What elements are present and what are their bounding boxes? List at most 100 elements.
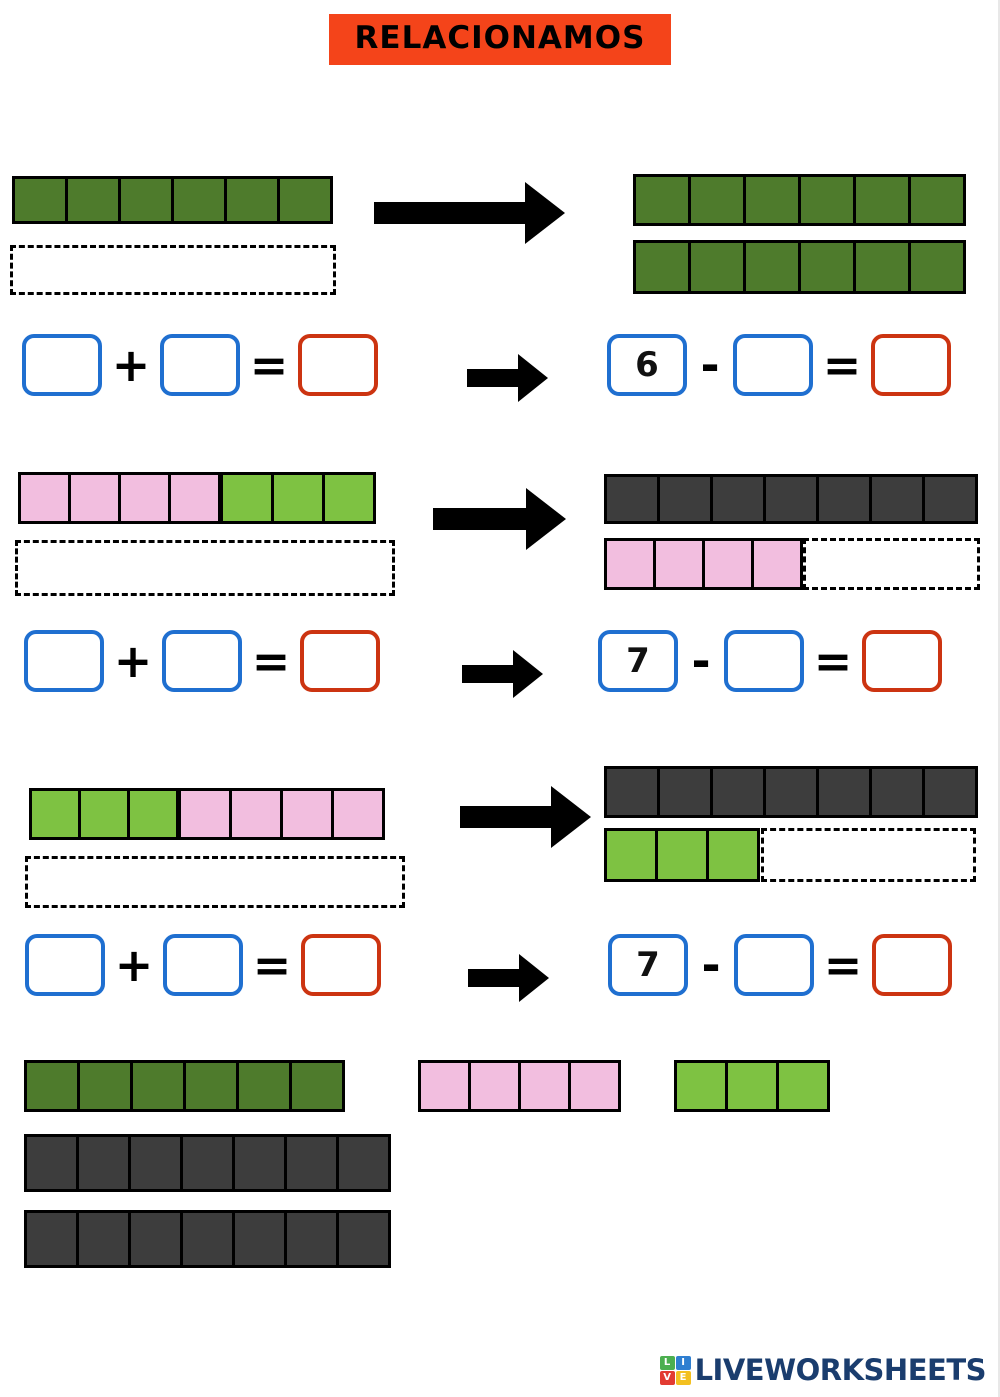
block-gray[interactable] <box>76 1210 131 1268</box>
exercise-2-addition-operand2-input[interactable] <box>162 630 242 692</box>
exercise-1-subtraction-result-input[interactable] <box>871 334 951 396</box>
page-title-text: RELACIONAMOS <box>328 14 672 65</box>
block-dark-green <box>65 176 121 224</box>
equals-operator: = <box>822 338 862 392</box>
bank-strip-pink[interactable] <box>418 1060 621 1112</box>
exercise-1-left-drop-zone[interactable] <box>10 245 336 295</box>
exercise-2-addition-result-input[interactable] <box>300 630 380 692</box>
block-light-green <box>29 788 81 840</box>
block-gray[interactable] <box>128 1210 183 1268</box>
block-gray[interactable] <box>232 1210 287 1268</box>
exercise-3-addition-operand1-input[interactable] <box>25 934 105 996</box>
exercise-3-left-drop-zone[interactable] <box>25 856 405 908</box>
block-dark-green[interactable] <box>183 1060 239 1112</box>
bank-strip-light-green[interactable] <box>674 1060 830 1112</box>
exercise-3-right-bottom-strip <box>604 828 976 882</box>
exercise-2-left-drop-zone[interactable] <box>15 540 395 596</box>
exercise-1-addition-result-input[interactable] <box>298 334 378 396</box>
block-gray <box>816 766 872 818</box>
block-gray[interactable] <box>232 1134 287 1192</box>
exercise-3-addition-equation: + = <box>25 934 381 996</box>
block-dark-green[interactable] <box>289 1060 345 1112</box>
block-dark-green <box>277 176 333 224</box>
block-gray[interactable] <box>284 1210 339 1268</box>
exercise-2-right-drop-zone[interactable] <box>803 538 980 590</box>
block-dark-green <box>743 174 801 226</box>
block-gray[interactable] <box>24 1210 79 1268</box>
block-dark-green <box>798 240 856 294</box>
exercise-1-subtraction-operand2-input[interactable] <box>733 334 813 396</box>
block-pink[interactable] <box>418 1060 471 1112</box>
block-pink <box>68 472 121 524</box>
exercise-2-subtraction-operand1-input[interactable]: 7 <box>598 630 678 692</box>
block-light-green[interactable] <box>674 1060 728 1112</box>
equals-operator: = <box>813 634 853 688</box>
exercise-2-addition-operand1-input[interactable] <box>24 630 104 692</box>
block-pink <box>168 472 221 524</box>
block-dark-green[interactable] <box>130 1060 186 1112</box>
block-pink <box>280 788 334 840</box>
block-dark-green <box>908 240 966 294</box>
bank-strip-gray-1[interactable] <box>24 1134 391 1192</box>
block-light-green[interactable] <box>776 1060 830 1112</box>
block-dark-green <box>743 240 801 294</box>
block-pink[interactable] <box>468 1060 521 1112</box>
exercise-3-addition-result-input[interactable] <box>301 934 381 996</box>
block-gray <box>604 474 660 524</box>
logo-tile-v: V <box>659 1370 675 1385</box>
exercise-2-subtraction-result-input[interactable] <box>862 630 942 692</box>
exercise-2-right-top-strip <box>604 474 978 524</box>
block-gray[interactable] <box>180 1210 235 1268</box>
exercise-3-addition-operand2-input[interactable] <box>163 934 243 996</box>
block-gray[interactable] <box>24 1134 79 1192</box>
exercise-1-addition-operand2-input[interactable] <box>160 334 240 396</box>
block-pink <box>229 788 283 840</box>
block-gray[interactable] <box>336 1210 391 1268</box>
exercise-1-right-top-strip <box>633 174 966 226</box>
exercise-2-right-bottom-strip <box>604 538 980 590</box>
exercise-2-subtraction-operand2-input[interactable] <box>724 630 804 692</box>
block-dark-green[interactable] <box>77 1060 133 1112</box>
block-light-green <box>271 472 325 524</box>
exercise-1-equation-arrow-icon <box>467 354 548 402</box>
block-gray[interactable] <box>128 1134 183 1192</box>
exercise-3-subtraction-operand1-input[interactable]: 7 <box>608 934 688 996</box>
exercise-3-subtraction-result-input[interactable] <box>872 934 952 996</box>
block-pink[interactable] <box>568 1060 621 1112</box>
block-gray <box>763 474 819 524</box>
exercise-3-left-top-strip <box>29 788 385 840</box>
minus-operator: - <box>700 338 720 392</box>
exercise-2-equation-arrow-icon <box>462 650 543 698</box>
block-gray <box>657 766 713 818</box>
exercise-3-subtraction-operand2-input[interactable] <box>734 934 814 996</box>
block-dark-green[interactable] <box>24 1060 80 1112</box>
block-gray[interactable] <box>336 1134 391 1192</box>
block-pink <box>18 472 71 524</box>
block-dark-green <box>853 174 911 226</box>
block-light-green <box>706 828 760 882</box>
block-gray <box>922 474 978 524</box>
exercise-1-right-bottom-strip <box>633 240 966 294</box>
block-gray[interactable] <box>76 1134 131 1192</box>
exercise-3-right-top-strip <box>604 766 978 818</box>
minus-operator: - <box>691 634 711 688</box>
block-dark-green <box>12 176 68 224</box>
block-pink <box>331 788 385 840</box>
bank-strip-gray-2[interactable] <box>24 1210 391 1268</box>
logo-tile-e: E <box>675 1370 691 1385</box>
exercise-3-right-drop-zone[interactable] <box>761 828 976 882</box>
liveworksheets-logo[interactable]: L I V E LIVEWORKSHEETS <box>659 1353 987 1387</box>
block-dark-green[interactable] <box>236 1060 292 1112</box>
logo-tile-i: I <box>675 1355 691 1370</box>
block-gray[interactable] <box>284 1134 339 1192</box>
block-pink[interactable] <box>518 1060 571 1112</box>
bank-strip-dark-green[interactable] <box>24 1060 345 1112</box>
block-dark-green <box>633 240 691 294</box>
exercise-3-arrow-icon <box>460 786 591 848</box>
block-gray[interactable] <box>180 1134 235 1192</box>
exercise-1-addition-operand1-input[interactable] <box>22 334 102 396</box>
block-gray <box>710 766 766 818</box>
block-light-green[interactable] <box>725 1060 779 1112</box>
exercise-1-subtraction-operand1-input[interactable]: 6 <box>607 334 687 396</box>
